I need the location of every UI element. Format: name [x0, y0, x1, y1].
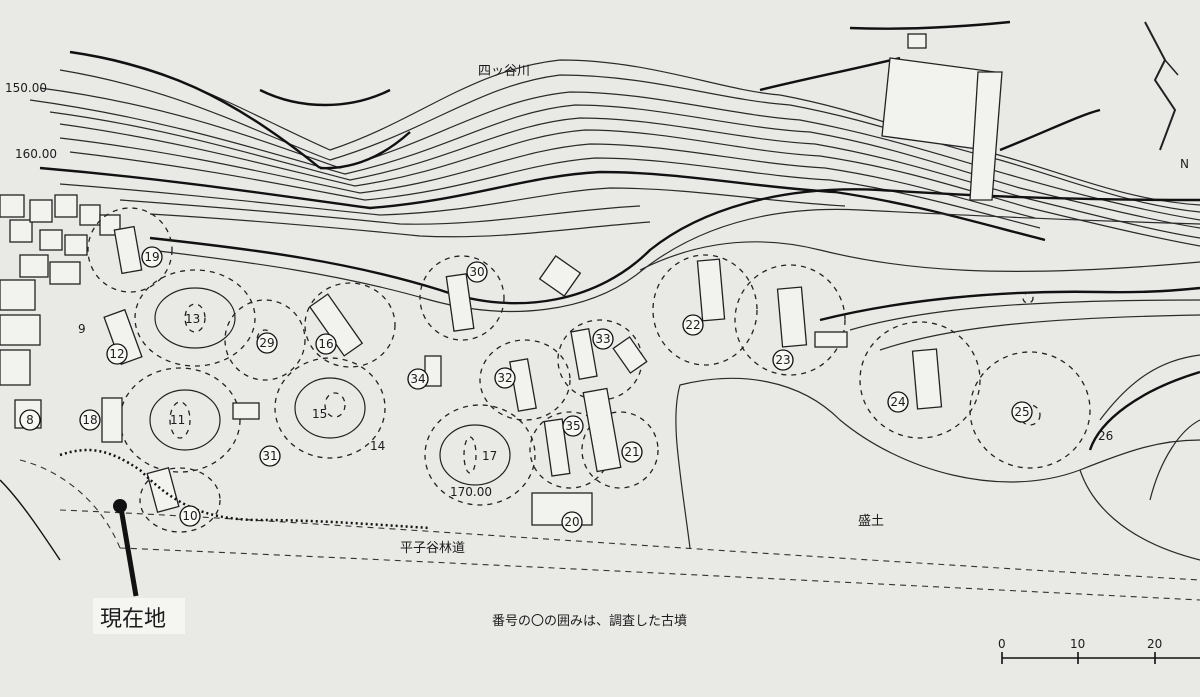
tomb-30-marker: 30	[466, 261, 488, 283]
tomb-9-label: 9	[78, 322, 86, 336]
elevation-160: 160.00	[15, 147, 57, 161]
scale-10: 10	[1070, 637, 1085, 651]
scale-20: 20	[1147, 637, 1162, 651]
tomb-15-label: 15	[312, 407, 327, 421]
fill-area	[675, 377, 1200, 561]
tomb-11-label: 11	[170, 413, 185, 427]
plain-tomb-numbers: 9 11 13 14 15 17 26	[78, 312, 1113, 463]
svg-text:21: 21	[624, 445, 639, 459]
tomb-34-marker: 34	[407, 368, 429, 390]
tomb-25-marker: 25	[1011, 401, 1033, 423]
tomb-24-marker: 24	[887, 391, 909, 413]
road-label: 平子谷林道	[400, 541, 465, 556]
svg-text:12: 12	[109, 347, 124, 361]
tomb-29-marker: 29	[256, 332, 278, 354]
map-caption: 番号の〇の囲みは、調査した古墳	[492, 614, 687, 629]
svg-text:18: 18	[82, 413, 97, 427]
svg-text:20: 20	[564, 515, 579, 529]
scale-0: 0	[998, 637, 1006, 651]
svg-text:32: 32	[497, 371, 512, 385]
tomb-21-marker: 21	[621, 441, 643, 463]
svg-text:35: 35	[565, 419, 580, 433]
tomb-14-label: 14	[370, 439, 385, 453]
circled-tomb-numbers: 8 10 12 16 18 19 20 21 22 23 24 25 29 30…	[19, 246, 1033, 533]
svg-text:31: 31	[262, 449, 277, 463]
embankment-hatching	[0, 448, 431, 561]
river-label: 四ッ谷川	[478, 64, 530, 79]
svg-text:25: 25	[1014, 405, 1029, 419]
svg-text:33: 33	[595, 332, 610, 346]
north-arrow: N	[1144, 21, 1189, 171]
river-banks	[69, 20, 1101, 170]
tomb-8-marker: 8	[19, 409, 41, 431]
tomb-23-marker: 23	[772, 349, 794, 371]
tomb-35-marker: 35	[562, 415, 584, 437]
village-houses	[0, 194, 121, 386]
tomb-19-marker: 19	[141, 246, 163, 268]
elevation-150: 150.00	[5, 81, 47, 95]
current-location-label: 現在地	[100, 607, 166, 632]
svg-text:22: 22	[685, 318, 700, 332]
tomb-26-label: 26	[1098, 429, 1113, 443]
road-lines	[19, 459, 1200, 601]
mound-outlines	[87, 207, 1091, 533]
reservoir-structure	[881, 33, 1003, 201]
fill-label: 盛土	[858, 514, 884, 529]
tomb-32-marker: 32	[494, 367, 516, 389]
svg-text:16: 16	[318, 337, 333, 351]
elevation-170: 170.00	[450, 485, 492, 499]
burial-chambers	[14, 225, 943, 526]
svg-text:10: 10	[182, 509, 197, 523]
tomb-17-label: 17	[482, 449, 497, 463]
tomb-31-marker: 31	[259, 445, 281, 467]
tomb-18-marker: 18	[79, 409, 101, 431]
scale-bar: 0 10 20	[998, 637, 1200, 664]
svg-text:29: 29	[259, 336, 274, 350]
mound-summits	[149, 287, 1041, 486]
tomb-13-label: 13	[185, 312, 200, 326]
svg-text:30: 30	[469, 265, 484, 279]
current-location-marker: 現在地	[93, 499, 185, 634]
tomb-20-marker: 20	[561, 511, 583, 533]
svg-text:19: 19	[144, 250, 159, 264]
tomb-22-marker: 22	[682, 314, 704, 336]
svg-text:23: 23	[775, 353, 790, 367]
tomb-16-marker: 16	[315, 333, 337, 355]
tomb-33-marker: 33	[592, 328, 614, 350]
svg-text:24: 24	[890, 395, 905, 409]
elevation-labels: 150.00 160.00 170.00	[5, 81, 492, 499]
tomb-12-marker: 12	[106, 343, 128, 365]
svg-text:34: 34	[410, 372, 425, 386]
north-label: N	[1180, 157, 1189, 171]
tomb-10-marker: 10	[179, 505, 201, 527]
svg-text:8: 8	[26, 413, 34, 427]
